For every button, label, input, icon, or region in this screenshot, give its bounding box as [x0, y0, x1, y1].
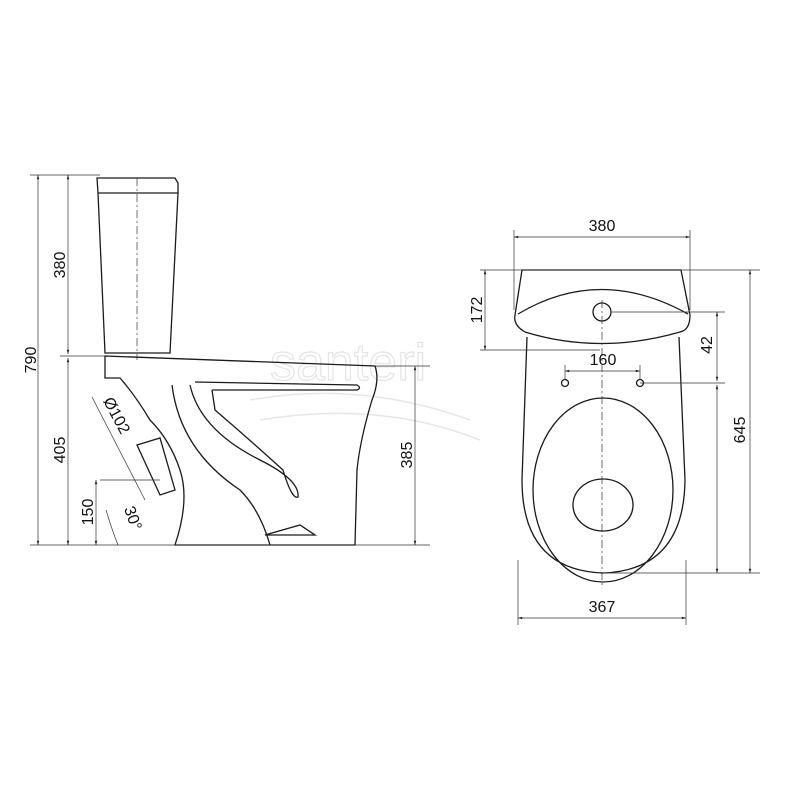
tank-top — [514, 269, 691, 345]
dim-outlet-height: 150 — [80, 499, 97, 526]
dim-hole-offset: 42 — [699, 336, 716, 354]
dim-bowl-height: 405 — [52, 437, 69, 464]
dim-outlet-angle: 30° — [120, 504, 144, 533]
bowl-outline — [521, 336, 686, 574]
bowl-top — [104, 355, 378, 546]
bowl-opening — [572, 478, 634, 532]
dim-total-height: 790 — [23, 347, 40, 374]
bolt-hole-left — [560, 378, 570, 388]
seat — [532, 397, 674, 583]
dim-outlet-diameter: Ø102 — [99, 395, 132, 438]
dim-tank-width: 380 — [589, 218, 616, 235]
tank-lid — [96, 177, 179, 194]
dim-bowl-width: 367 — [589, 599, 616, 616]
tank-body — [97, 192, 179, 354]
dim-bolt-spacing: 160 — [590, 352, 617, 369]
dim-tank-height: 380 — [52, 252, 69, 279]
top-view: 380 172 42 160 645 367 — [469, 218, 760, 625]
dim-total-length: 645 — [732, 417, 749, 444]
dim-tank-depth: 172 — [469, 297, 486, 324]
dim-seat-height: 385 — [399, 442, 416, 469]
